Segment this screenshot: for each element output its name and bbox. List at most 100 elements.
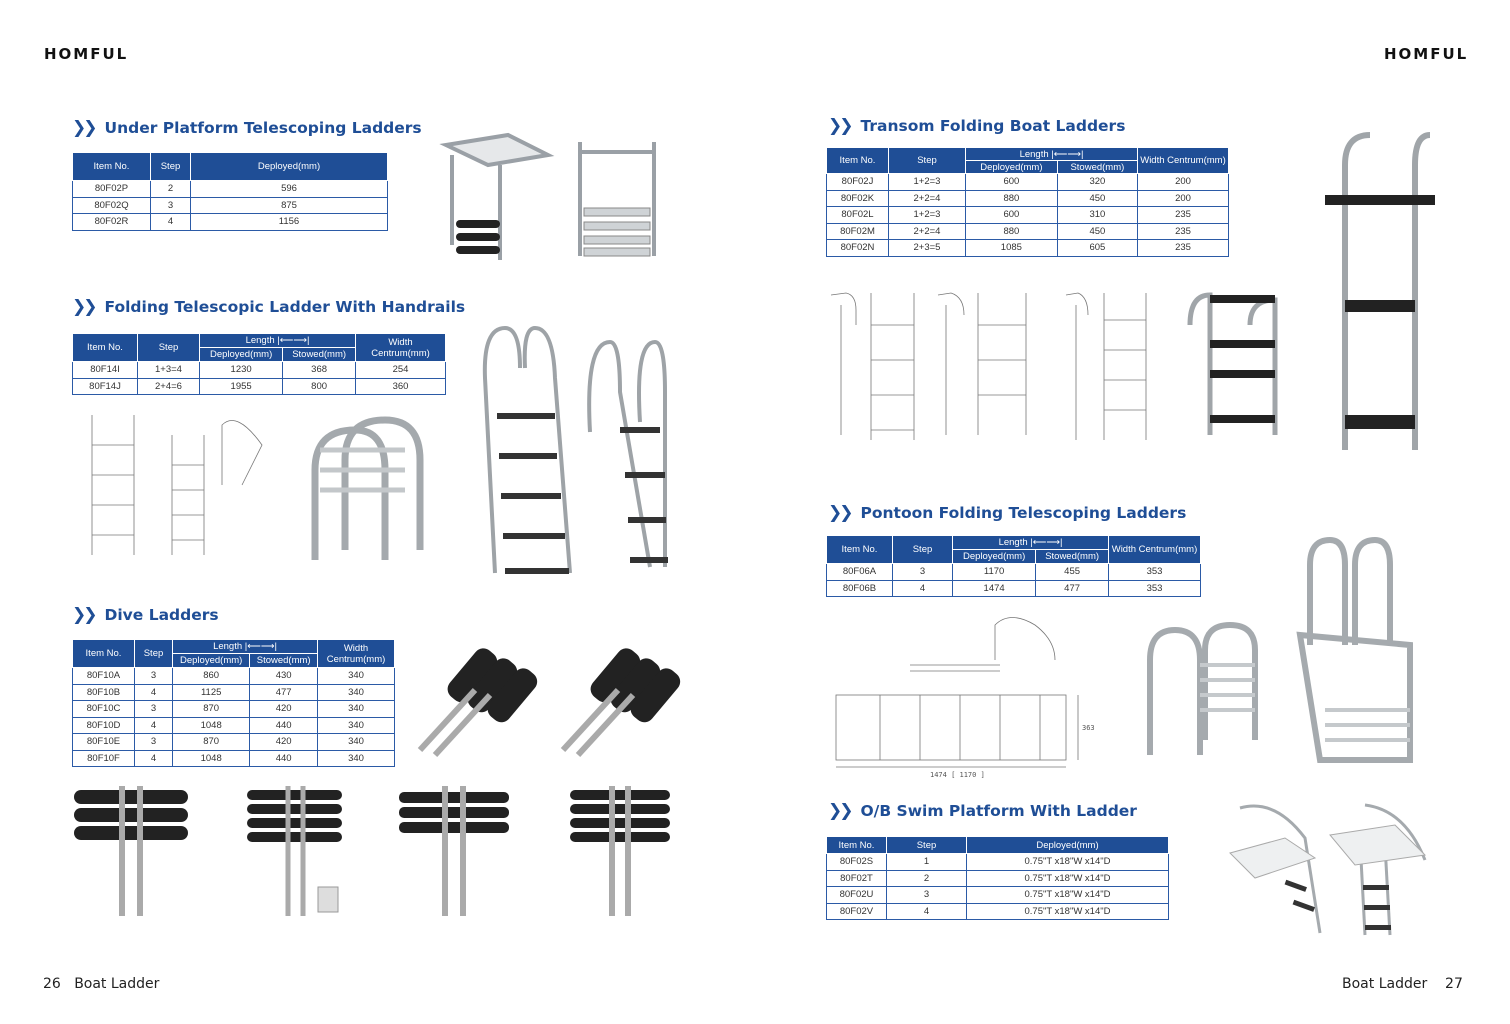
section-title-text: Folding Telescopic Ladder With Handrails: [104, 298, 466, 316]
table-cell: 2+2=4: [888, 222, 966, 240]
page-number-right: 27: [1445, 976, 1463, 992]
table-cell: 1+2=3: [888, 206, 966, 224]
table-cell: 1955: [198, 377, 284, 395]
table-cell: 353: [1108, 563, 1201, 581]
table-cell: 3: [886, 886, 967, 904]
th-stowed: Stowed(mm): [1056, 160, 1139, 174]
pontoon-dim-length: 1474 [ 1170 ]: [930, 771, 985, 779]
table-cell: 3: [134, 700, 173, 718]
th-deployed: Deployed(mm): [171, 653, 251, 668]
th-step: Step: [886, 836, 967, 854]
table-transom: Item No. Step Length |⟵⟶| Width Centrum(…: [826, 147, 1229, 257]
table-cell: 1474: [951, 579, 1037, 597]
table-cell: 455: [1035, 563, 1109, 581]
table-cell: 80F10C: [72, 700, 135, 718]
product-photo-dive-1: [405, 640, 545, 760]
th-step: Step: [150, 152, 191, 181]
table-cell: 420: [249, 700, 318, 718]
th-stowed: Stowed(mm): [1035, 549, 1109, 564]
th-step: Step: [888, 147, 966, 174]
th-length: Length |⟵⟶|: [199, 333, 356, 348]
th-step: Step: [137, 333, 200, 362]
table-cell: 80F10B: [72, 683, 135, 701]
table-cell: 80F10D: [72, 716, 135, 734]
table-cell: 200: [1137, 189, 1229, 207]
table-cell: 450: [1056, 222, 1139, 240]
table-cell: 1125: [171, 683, 251, 701]
double-chevron-icon: ❯❯: [828, 116, 853, 136]
table-cell: 80F14J: [72, 377, 138, 395]
table-cell: 80F02K: [826, 189, 889, 207]
th-item: Item No.: [826, 147, 889, 174]
th-stowed: Stowed(mm): [282, 347, 356, 362]
section-title-pontoon: ❯❯ Pontoon Folding Telescoping Ladders: [828, 503, 1186, 523]
product-photo-folding-1: [285, 410, 440, 565]
table-cell: 340: [317, 716, 395, 734]
table-cell: 1048: [171, 749, 251, 767]
th-item: Item No.: [826, 836, 887, 854]
product-photo-folding-3: [580, 332, 672, 570]
product-photo-dive-4: [243, 782, 353, 920]
table-cell: 880: [965, 189, 1058, 207]
section-title-under-platform: ❯❯ Under Platform Telescoping Ladders: [72, 118, 422, 138]
product-photo-transom-1: [1180, 285, 1300, 443]
table-cell: 340: [317, 683, 395, 701]
th-deployed: Deployed(mm): [190, 152, 388, 181]
technical-drawing-transom: [826, 285, 1181, 445]
table-cell: 80F02V: [826, 902, 887, 920]
table-cell: 3: [134, 733, 173, 751]
product-photo-dive-6: [568, 782, 673, 920]
table-cell: 340: [317, 667, 395, 685]
th-item: Item No.: [72, 639, 135, 668]
table-cell: 310: [1056, 206, 1139, 224]
section-title-text: Dive Ladders: [104, 606, 219, 624]
footer-right: Boat Ladder 27: [1342, 976, 1463, 992]
table-cell: 860: [171, 667, 251, 685]
footer-label-left: Boat Ladder: [74, 976, 160, 992]
section-title-text: Pontoon Folding Telescoping Ladders: [860, 504, 1187, 522]
table-cell: 800: [282, 377, 356, 395]
table-cell: 440: [249, 749, 318, 767]
table-cell: 80F06A: [826, 563, 893, 581]
th-deployed: Deployed(mm): [965, 160, 1058, 174]
table-cell: 1+3=4: [137, 361, 200, 379]
table-cell: 80F02J: [826, 173, 889, 191]
table-cell: 420: [249, 733, 318, 751]
brand-logo-right: HOMFUL: [1384, 45, 1469, 63]
table-cell: 600: [965, 206, 1058, 224]
table-cell: 368: [282, 361, 356, 379]
double-chevron-icon: ❯❯: [72, 605, 97, 625]
product-photo-ob-swim-1: [1225, 798, 1330, 938]
th-deployed: Deployed(mm): [951, 549, 1037, 564]
table-cell: 1170: [951, 563, 1037, 581]
table-cell: 4: [892, 579, 953, 597]
section-title-ob-swim: ❯❯ O/B Swim Platform With Ladder: [828, 801, 1137, 821]
th-stowed: Stowed(mm): [249, 653, 318, 668]
th-deployed: Deployed(mm): [198, 347, 284, 362]
table-cell: 3: [134, 667, 173, 685]
table-cell: 80F02N: [826, 239, 889, 257]
table-cell: 80F02T: [826, 869, 887, 887]
double-chevron-icon: ❯❯: [72, 297, 97, 317]
th-length: Length |⟵⟶|: [952, 535, 1109, 550]
table-cell: 477: [249, 683, 318, 701]
th-length: Length |⟵⟶|: [172, 639, 318, 654]
table-pontoon: Item No. Step Length |⟵⟶| Width Centrum(…: [826, 535, 1201, 597]
double-chevron-icon: ❯❯: [72, 118, 97, 138]
product-photo-transom-2: [1320, 125, 1445, 455]
table-cell: 4: [134, 749, 173, 767]
